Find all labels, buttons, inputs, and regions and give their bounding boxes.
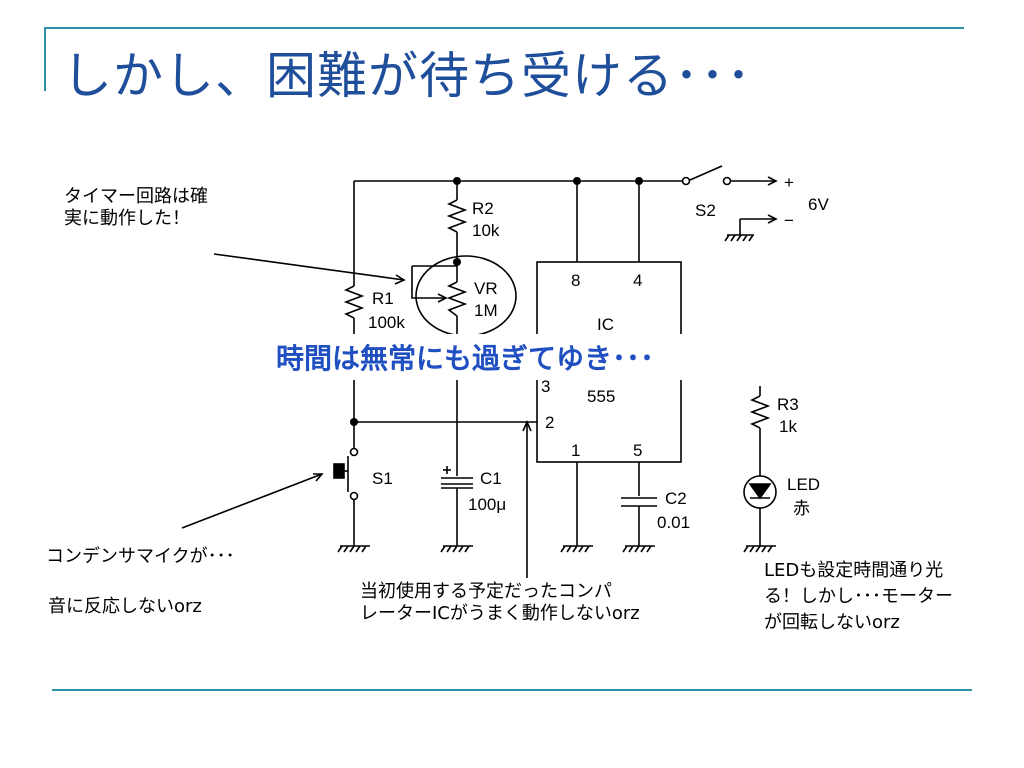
led-note: LEDも設定時間通り光 る！しかし･･･モーター が回転しないorz [764,558,953,636]
ic-part: 555 [587,387,615,406]
r1-name: R1 [372,289,394,308]
led-note-line2: る！しかし･･･モーター [764,586,953,607]
vr-potentiometer [411,255,517,337]
led-color: 赤 [793,499,810,518]
c1-capacitor [441,380,473,546]
c2-value: 0.01 [657,513,690,532]
ground-symbols [337,545,776,553]
overlay-backdrop [268,334,792,380]
mic-note-line1: コンデンサマイクが･･･ [46,546,235,567]
led-name: LED [787,475,820,494]
c2-capacitor [621,497,657,546]
r1-resistor [343,181,365,422]
led-note-line1: LEDも設定時間通り光 [764,560,944,581]
ic-label: IC [597,315,614,334]
pin8-label: 8 [571,271,580,290]
timer-note: タイマー回路は確 実に動作した！ [64,186,208,230]
top-rail [354,165,778,242]
s1-name: S1 [372,469,393,488]
mic-note-line2: 音に反応しないorz [48,596,202,617]
timer-note-line1: タイマー回路は確 [64,186,208,207]
overlay-caption: 時間は無常にも過ぎてゆき･･･ [276,342,655,375]
bottom-rule [52,689,972,691]
pin2-label: 2 [545,413,554,432]
side-rule [44,27,46,91]
r2-value: 10k [472,221,500,240]
comparator-note-line2: レーターICがうまく動作しないorz [360,603,640,624]
supply-minus: − [784,211,794,230]
slide-title: しかし、困難が待ち受ける･･･ [62,47,752,105]
c2-name: C2 [665,489,687,508]
s1-switch [333,422,359,546]
led-note-line3: が回転しないorz [764,612,900,633]
r2-resistor [446,181,468,262]
r1-value: 100k [368,313,405,332]
pin5-label: 5 [633,441,642,460]
vr-name: VR [474,279,498,298]
pin1-label: 1 [571,441,580,460]
vr-value: 1M [474,301,498,320]
s2-name: S2 [695,201,716,220]
comparator-note: 当初使用する予定だったコンパ レーターICがうまく動作しないorz [360,581,640,625]
supply-voltage: 6V [808,195,829,214]
pin4-label: 4 [633,271,642,290]
r3-led-branch [743,386,777,546]
pin3-label: 3 [541,377,550,396]
c1-value: 100μ [468,495,506,514]
timer-note-line2: 実に動作した！ [64,208,190,229]
comparator-note-line1: 当初使用する予定だったコンパ [360,581,612,602]
r3-value: 1k [779,417,797,436]
supply-plus: + [784,173,794,192]
callout-arrows [181,253,532,578]
r3-name: R3 [777,395,799,414]
r2-name: R2 [472,199,494,218]
top-rule [44,27,964,29]
c1-name: C1 [480,469,502,488]
